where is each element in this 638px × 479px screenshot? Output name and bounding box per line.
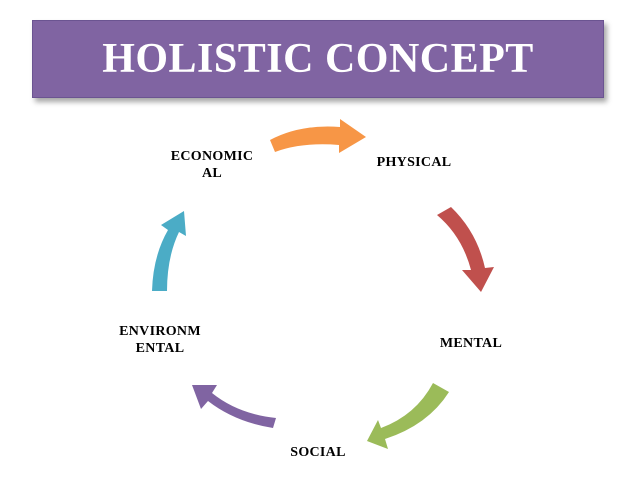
- node-physical-label: PHYSICAL: [376, 155, 452, 170]
- node-physical: PHYSICAL: [366, 154, 462, 171]
- arrow-physical-to-mental: [437, 207, 494, 292]
- arrow-social-to-environmental: [192, 385, 276, 428]
- title-banner: HOLISTIC CONCEPT: [32, 20, 604, 98]
- arrow-mental-to-social: [367, 383, 449, 449]
- node-environmental: ENVIRONM ENTAL: [108, 323, 212, 357]
- node-social: SOCIAL: [278, 444, 358, 461]
- node-mental: MENTAL: [431, 335, 511, 352]
- node-social-label: SOCIAL: [290, 445, 346, 460]
- node-mental-label: MENTAL: [439, 336, 503, 351]
- slide-title: HOLISTIC CONCEPT: [102, 36, 534, 82]
- node-environmental-label-line1: ENVIRONM: [119, 324, 201, 339]
- node-economical-label-line1: ECONOMIC: [170, 149, 254, 164]
- node-economical: ECONOMIC AL: [168, 148, 256, 182]
- arrow-economical-to-physical: [270, 119, 366, 153]
- arrow-environmental-to-economical: [152, 211, 186, 291]
- node-economical-label-line2: AL: [201, 166, 223, 181]
- node-environmental-label-line2: ENTAL: [135, 341, 185, 356]
